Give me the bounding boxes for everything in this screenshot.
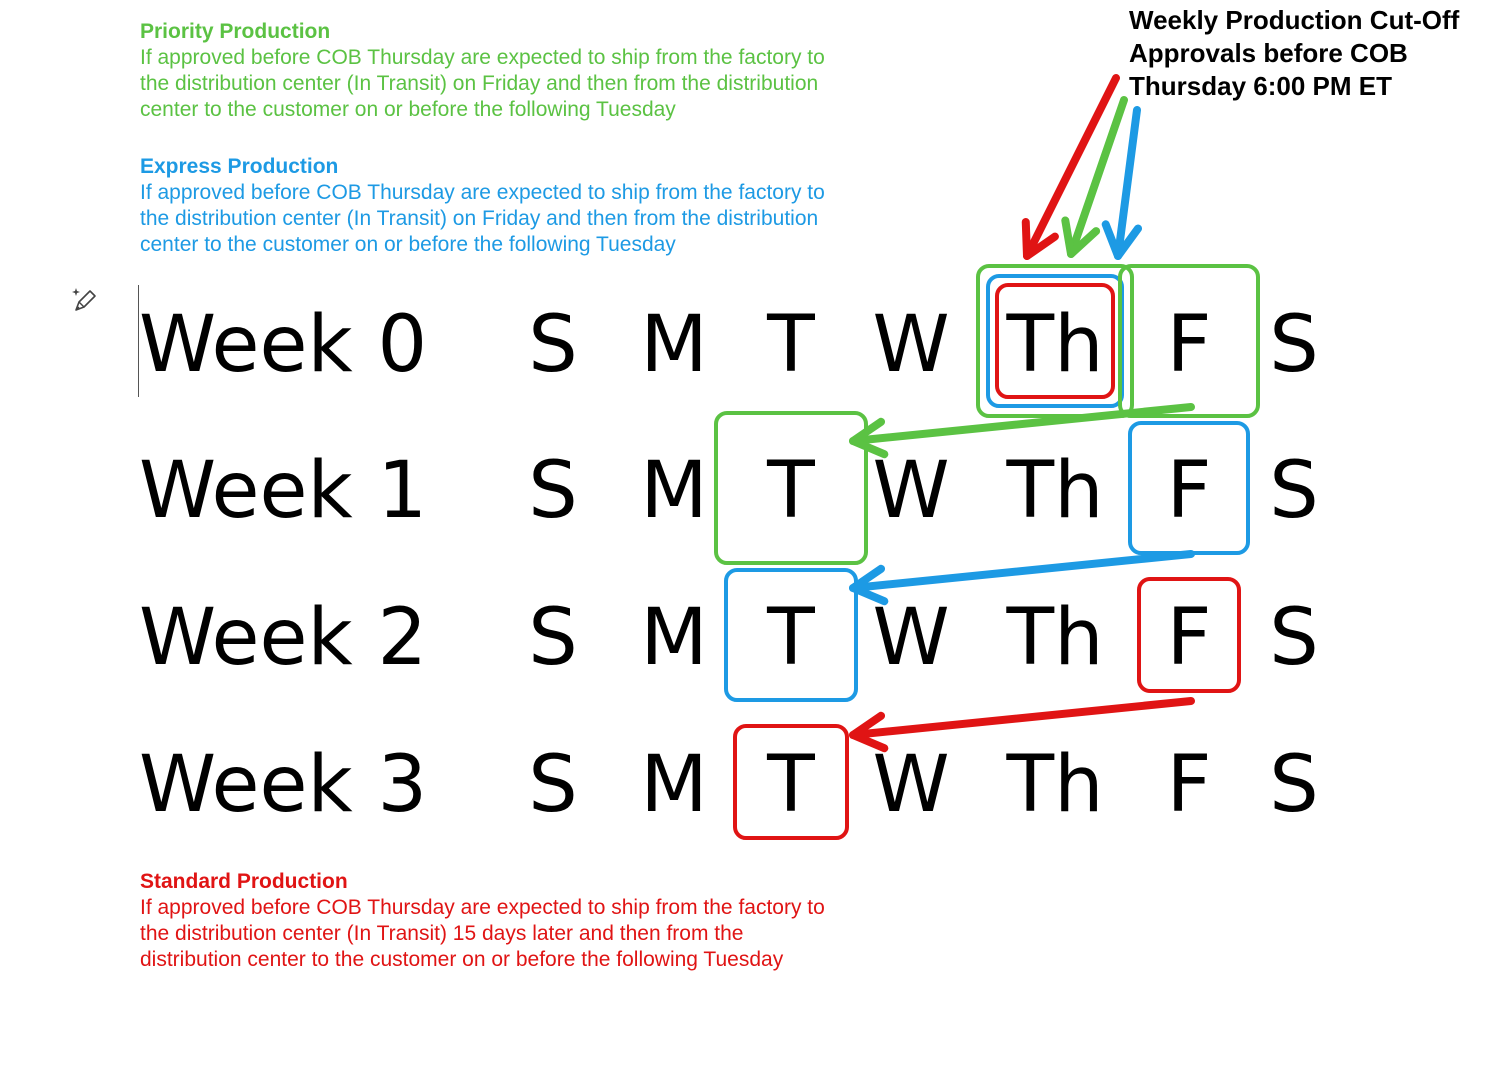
standard-production-block: Standard Production If approved before C… bbox=[140, 869, 940, 973]
day-letter: M bbox=[640, 300, 707, 390]
priority-transition-arrow bbox=[849, 403, 1195, 459]
week-label: Week 2 bbox=[139, 593, 427, 683]
priority-cutoff-arrow bbox=[1061, 96, 1128, 258]
day-letter: S bbox=[528, 446, 578, 536]
priority-highlight-box bbox=[976, 264, 1134, 418]
highlight-boxes bbox=[714, 264, 1260, 840]
day-letter: F bbox=[1167, 740, 1212, 830]
day-letter: T bbox=[766, 446, 815, 536]
express-production-title: Express Production bbox=[140, 155, 339, 178]
day-letter: W bbox=[872, 740, 949, 830]
standard-production-description: If approved before COB Thursday are expe… bbox=[140, 896, 825, 971]
day-letter: W bbox=[872, 446, 949, 536]
day-letter: T bbox=[766, 740, 815, 830]
priority-highlight-box bbox=[1118, 264, 1260, 418]
standard-transition-arrow bbox=[849, 697, 1195, 753]
week-label: Week 3 bbox=[139, 740, 427, 830]
week-label: Week 0 bbox=[139, 300, 427, 390]
day-letter: F bbox=[1167, 300, 1212, 390]
day-letter: F bbox=[1167, 593, 1212, 683]
day-letter: F bbox=[1167, 446, 1212, 536]
standard-highlight-box bbox=[1137, 577, 1241, 693]
day-letter: S bbox=[528, 740, 578, 830]
priority-production-description: If approved before COB Thursday are expe… bbox=[140, 46, 825, 121]
standard-highlight-box bbox=[995, 283, 1115, 399]
priority-highlight-box bbox=[714, 411, 868, 565]
express-highlight-box bbox=[724, 568, 858, 702]
day-letter: S bbox=[1269, 300, 1319, 390]
day-letter: Th bbox=[1005, 300, 1103, 390]
cutoff-note: Weekly Production Cut-Off Approvals befo… bbox=[1129, 5, 1460, 101]
day-letter: T bbox=[766, 300, 815, 390]
standard-highlight-box bbox=[733, 724, 849, 840]
day-letter: Th bbox=[1005, 740, 1103, 830]
week-label: Week 1 bbox=[139, 446, 427, 536]
standard-production-title: Standard Production bbox=[140, 870, 348, 893]
day-letter: S bbox=[528, 300, 578, 390]
priority-production-title: Priority Production bbox=[140, 20, 331, 43]
standard-cutoff-arrow bbox=[1021, 74, 1120, 260]
express-cutoff-arrow bbox=[1101, 106, 1143, 260]
day-letter: S bbox=[1269, 593, 1319, 683]
day-letter: M bbox=[640, 740, 707, 830]
express-transition-arrow bbox=[849, 550, 1195, 606]
express-production-block: Express Production If approved before CO… bbox=[140, 154, 940, 258]
express-production-description: If approved before COB Thursday are expe… bbox=[140, 181, 825, 256]
day-letter: S bbox=[1269, 740, 1319, 830]
day-letter: W bbox=[872, 593, 949, 683]
day-letter: T bbox=[766, 593, 815, 683]
day-letter: Th bbox=[1005, 446, 1103, 536]
day-letter: M bbox=[640, 446, 707, 536]
day-letter: W bbox=[872, 300, 949, 390]
priority-production-block: Priority Production If approved before C… bbox=[140, 19, 940, 123]
day-letter: S bbox=[528, 593, 578, 683]
day-letter: S bbox=[1269, 446, 1319, 536]
day-letter: M bbox=[640, 593, 707, 683]
text-cursor bbox=[138, 285, 139, 397]
day-letter: Th bbox=[1005, 593, 1103, 683]
sparkle-pen-icon[interactable] bbox=[70, 286, 100, 316]
flow-arrows bbox=[849, 74, 1195, 753]
